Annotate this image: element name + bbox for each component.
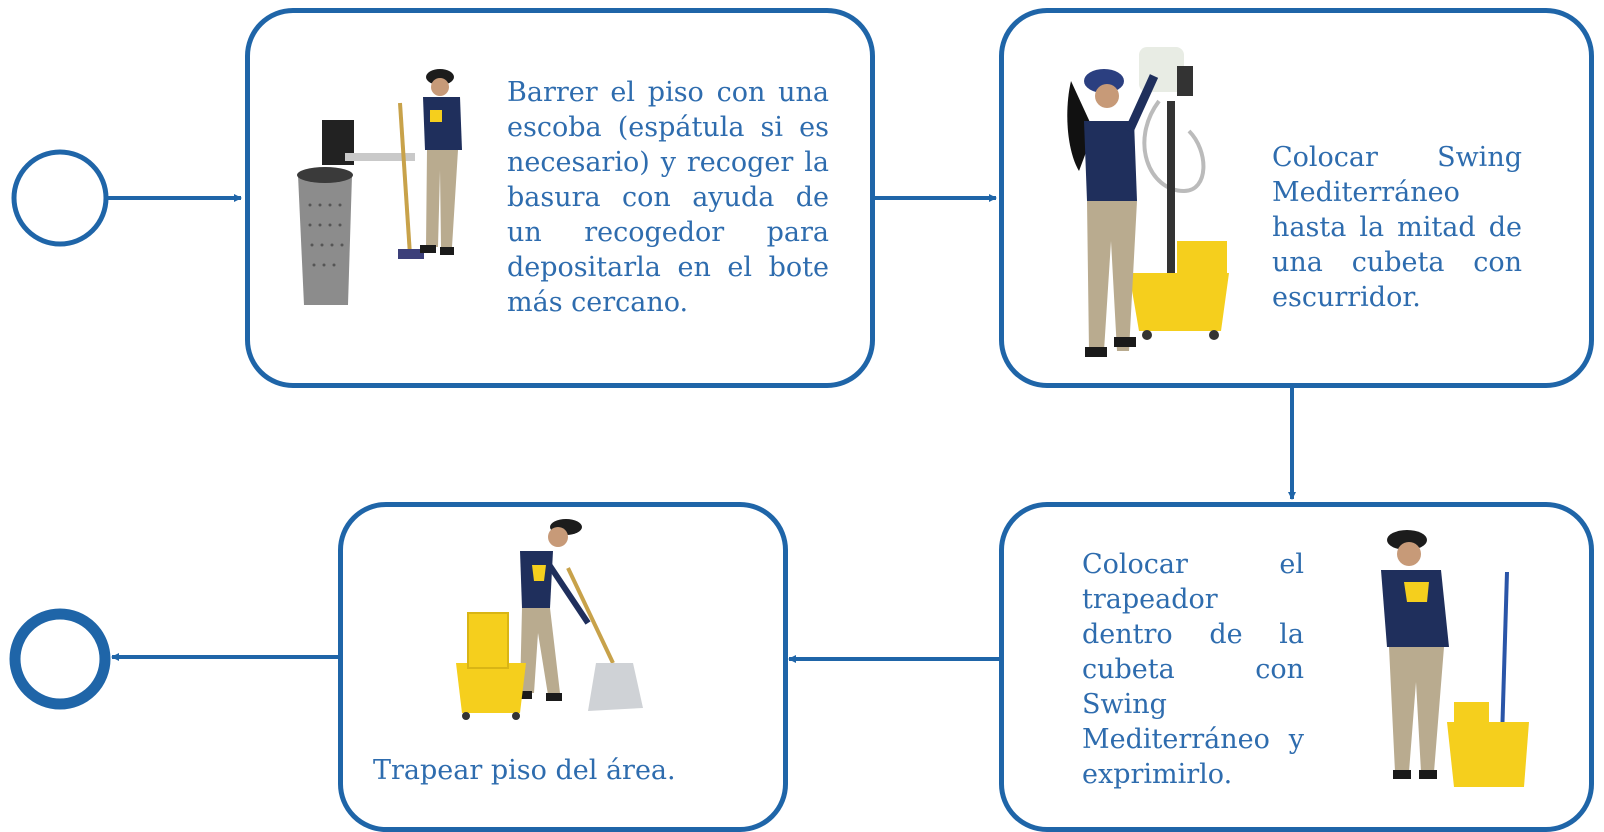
step-1-text: Barrer el piso con una escoba (espátula … <box>507 77 829 318</box>
step-3-box: Colocar el trapeador dentro de la cubeta… <box>999 502 1594 832</box>
step-2-text: Colocar Swing Mediterráneo hasta la mita… <box>1272 142 1522 313</box>
step-1-box: Barrer el piso con una escoba (espátula … <box>245 8 875 388</box>
worker-mopping-floor <box>456 519 643 720</box>
step-4-text: Trapear piso del área. <box>373 755 676 786</box>
worker-sweeping-next-to-trash-can <box>297 69 462 305</box>
step-3-text: Colocar el trapeador dentro de la cubeta… <box>1082 549 1304 790</box>
worker-wringing-mop-in-bucket <box>1381 530 1529 787</box>
end-event-circle <box>9 608 111 710</box>
step-4-box: Trapear piso del área. <box>338 502 788 832</box>
step-2-box: Colocar Swing Mediterráneo hasta la mita… <box>999 8 1594 388</box>
start-event-circle <box>11 149 109 247</box>
worker-filling-bucket-from-dispenser <box>1067 47 1229 357</box>
